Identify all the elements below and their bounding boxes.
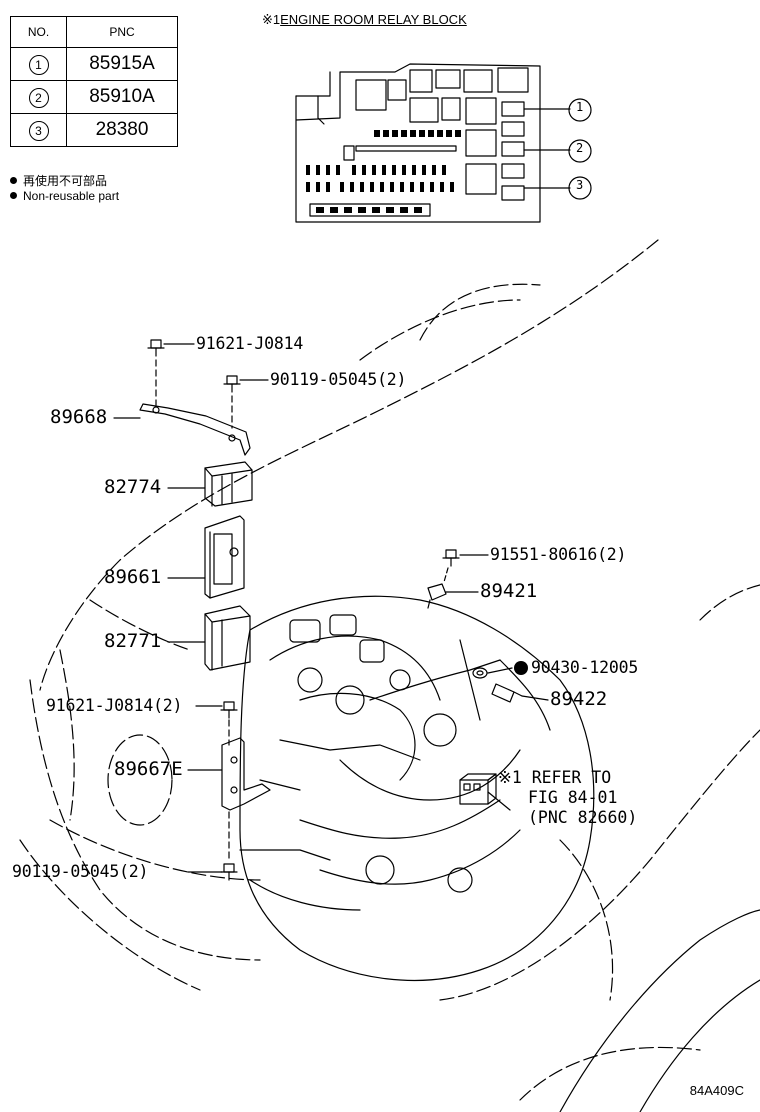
refer-line-1: ※1 REFER TO: [498, 768, 612, 787]
part-label-90119-05045-top: 90119-05045(2): [270, 370, 407, 389]
part-label-91621-j0814-2: 91621-J0814(2): [46, 696, 183, 715]
circled-number: 1: [28, 55, 49, 75]
cover-82771-drawing: [204, 605, 251, 671]
relay-callout-1: 1: [576, 100, 584, 114]
pnc-table: NO. PNC 1 85915A 2 85910A 3 28380: [10, 16, 178, 147]
cover-82774-drawing: [204, 461, 253, 507]
relay-block-drawing: [295, 63, 592, 223]
reference-mark: ※1: [262, 12, 281, 27]
part-label-89422: 89422: [550, 688, 608, 710]
refer-line-2: FIG 84-01: [528, 788, 618, 807]
part-label-82771: 82771: [104, 630, 162, 652]
circled-number: 2: [28, 88, 49, 108]
fender-curve-2: [639, 979, 760, 1112]
bracket-89667e-drawing: [221, 737, 271, 811]
car-body-drawing: [19, 239, 760, 1101]
relay-block-title: ※1ENGINE ROOM RELAY BLOCK: [262, 12, 467, 28]
part-label-89421: 89421: [480, 580, 538, 602]
non-reusable-dot-icon: [514, 661, 528, 675]
part-label-82774: 82774: [104, 476, 162, 498]
part-label-91621-j0814: 91621-J0814: [196, 334, 304, 353]
part-label-89661: 89661: [104, 566, 162, 588]
note-en-text: Non-reusable part: [23, 189, 120, 203]
note-jp: 再使用不可部品: [10, 172, 107, 189]
header-no: NO.: [10, 16, 67, 48]
part-label-90119-05045-bot: 90119-05045(2): [12, 862, 149, 881]
sensor-89422-drawing: [491, 683, 523, 703]
table-row: 3 28380: [10, 113, 178, 147]
bolt-90119-bot-drawing: [220, 863, 238, 881]
table-row: 2 85910A: [10, 80, 178, 114]
bolt-91551-drawing: [442, 549, 460, 567]
row-no: 3: [10, 113, 67, 147]
bolt-91621-2-drawing: [220, 701, 238, 719]
row-pnc: 85915A: [66, 47, 178, 81]
refer-line-3: (PNC 82660): [528, 808, 638, 827]
row-pnc: 85910A: [66, 80, 178, 114]
relay-block-title-text: ENGINE ROOM RELAY BLOCK: [280, 12, 467, 27]
bolt-90119-top-drawing: [223, 375, 241, 393]
note-jp-text: 再使用不可部品: [23, 174, 108, 188]
assembly-line: [443, 567, 449, 583]
bullet-icon: [10, 192, 17, 199]
part-label-89668: 89668: [50, 406, 108, 428]
relay-callout-2: 2: [576, 141, 584, 155]
gasket-90430-drawing: [472, 667, 488, 679]
engine-drawing: [239, 595, 595, 982]
fender-curve: [559, 909, 760, 1112]
sensor-89421-drawing: [427, 583, 447, 609]
part-label-91551-80616: 91551-80616(2): [490, 545, 627, 564]
bolt-91621-drawing: [147, 339, 165, 357]
figure-id: 84A409C: [689, 1083, 744, 1098]
row-pnc: 28380: [66, 113, 178, 147]
table-row: 1 85915A: [10, 47, 178, 81]
part-label-89667e: 89667E: [114, 758, 183, 780]
relay-callout-3: 3: [576, 178, 584, 192]
bullet-icon: [10, 177, 17, 184]
note-en: Non-reusable part: [10, 189, 119, 203]
leader-lines: [113, 343, 549, 873]
relay-fuse-row: [306, 130, 461, 213]
part-label-90430-12005: 90430-12005: [531, 658, 639, 677]
table-header-row: NO. PNC: [10, 16, 178, 48]
ecu-89661-drawing: [204, 515, 245, 599]
circled-number: 3: [28, 121, 49, 141]
refer-note: ※1 REFER TO FIG 84-01 (PNC 82660): [498, 768, 637, 828]
bracket-89668-drawing: [139, 403, 251, 456]
header-pnc: PNC: [66, 16, 178, 48]
